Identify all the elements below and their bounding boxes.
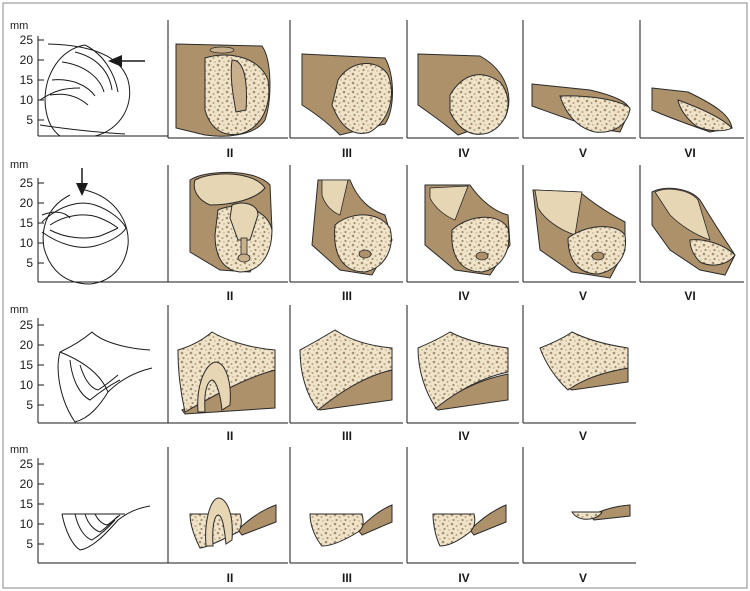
tick-label: 25 [20,457,34,471]
stage-label: IV [458,289,469,303]
stage-label: II [227,571,234,585]
stage-label: III [342,571,352,585]
row-4-panel-ii [167,447,288,564]
row-1-panel-ii [167,20,288,139]
stage-label: IV [458,571,469,585]
unit-label: mm [10,304,28,316]
tick-label: 5 [26,113,33,127]
row-2-panel-ii [167,165,288,283]
tick-label: 15 [20,497,34,511]
tick-label: 5 [26,398,33,412]
row-2-outline-drawing [41,189,129,285]
tick-label: 25 [20,33,34,47]
row-3-axis [37,318,168,424]
row-2-axis [37,178,168,283]
tick-label: 5 [26,537,33,551]
row-1-panel-iii [289,20,403,139]
unit-label: mm [10,20,28,32]
stage-label: II [227,289,234,303]
stage-label: II [227,146,234,160]
stage-label: V [579,429,587,443]
unit-label: mm [10,444,28,456]
row-1-panel-vi [639,20,744,139]
stage-label: V [579,571,587,585]
stage-label: VI [684,289,695,303]
row-4-axis [37,458,168,564]
arrow-icon [76,168,88,196]
tick-label: 25 [20,318,34,332]
tick-label: 10 [20,93,34,107]
row-4-panel-v [522,447,636,564]
tick-label: 15 [20,73,34,87]
row-4: mm 25 20 15 10 5 [10,444,636,585]
stage-label: IV [458,429,469,443]
arrow-icon [108,55,145,67]
tick-label: 20 [20,196,34,210]
tick-label: 10 [20,236,34,250]
row-4-outline-drawing [61,505,151,551]
row-3-panel-iv [406,305,519,424]
row-3: mm 25 20 15 10 5 [10,304,636,443]
tick-label: 20 [20,477,34,491]
row-2-panel-iii [289,165,403,283]
row-2: mm 25 20 15 10 5 [10,159,744,303]
stage-label: IV [458,146,469,160]
tick-label: 20 [20,338,34,352]
row-3-panel-ii [167,305,288,424]
stage-label: V [579,289,587,303]
tick-label: 10 [20,517,34,531]
row-4-panel-iii [289,447,403,564]
stage-label: II [227,429,234,443]
stage-label: III [342,289,352,303]
row-1-panel-v [522,20,636,139]
tick-label: 5 [26,256,33,270]
tick-label: 15 [20,358,34,372]
stage-label: V [579,146,587,160]
tick-label: 10 [20,378,34,392]
tick-label: 15 [20,216,34,230]
row-3-panel-iii [289,305,403,424]
row-1-panel-iv [406,20,519,139]
row-1-outline-drawing [39,43,131,137]
row-3-panel-v [522,305,636,424]
tick-label: 25 [20,176,34,190]
stage-label: III [342,429,352,443]
row-1: mm 25 20 15 10 5 [10,20,744,160]
row-2-panel-iv [406,165,519,283]
tick-label: 20 [20,53,34,67]
row-2-panel-vi [639,165,744,283]
row-4-panel-iv [406,447,519,564]
stage-label: III [342,146,352,160]
row-3-outline-drawing [57,331,153,423]
row-2-panel-v [522,165,636,283]
stage-label: VI [684,146,695,160]
unit-label: mm [10,159,28,171]
